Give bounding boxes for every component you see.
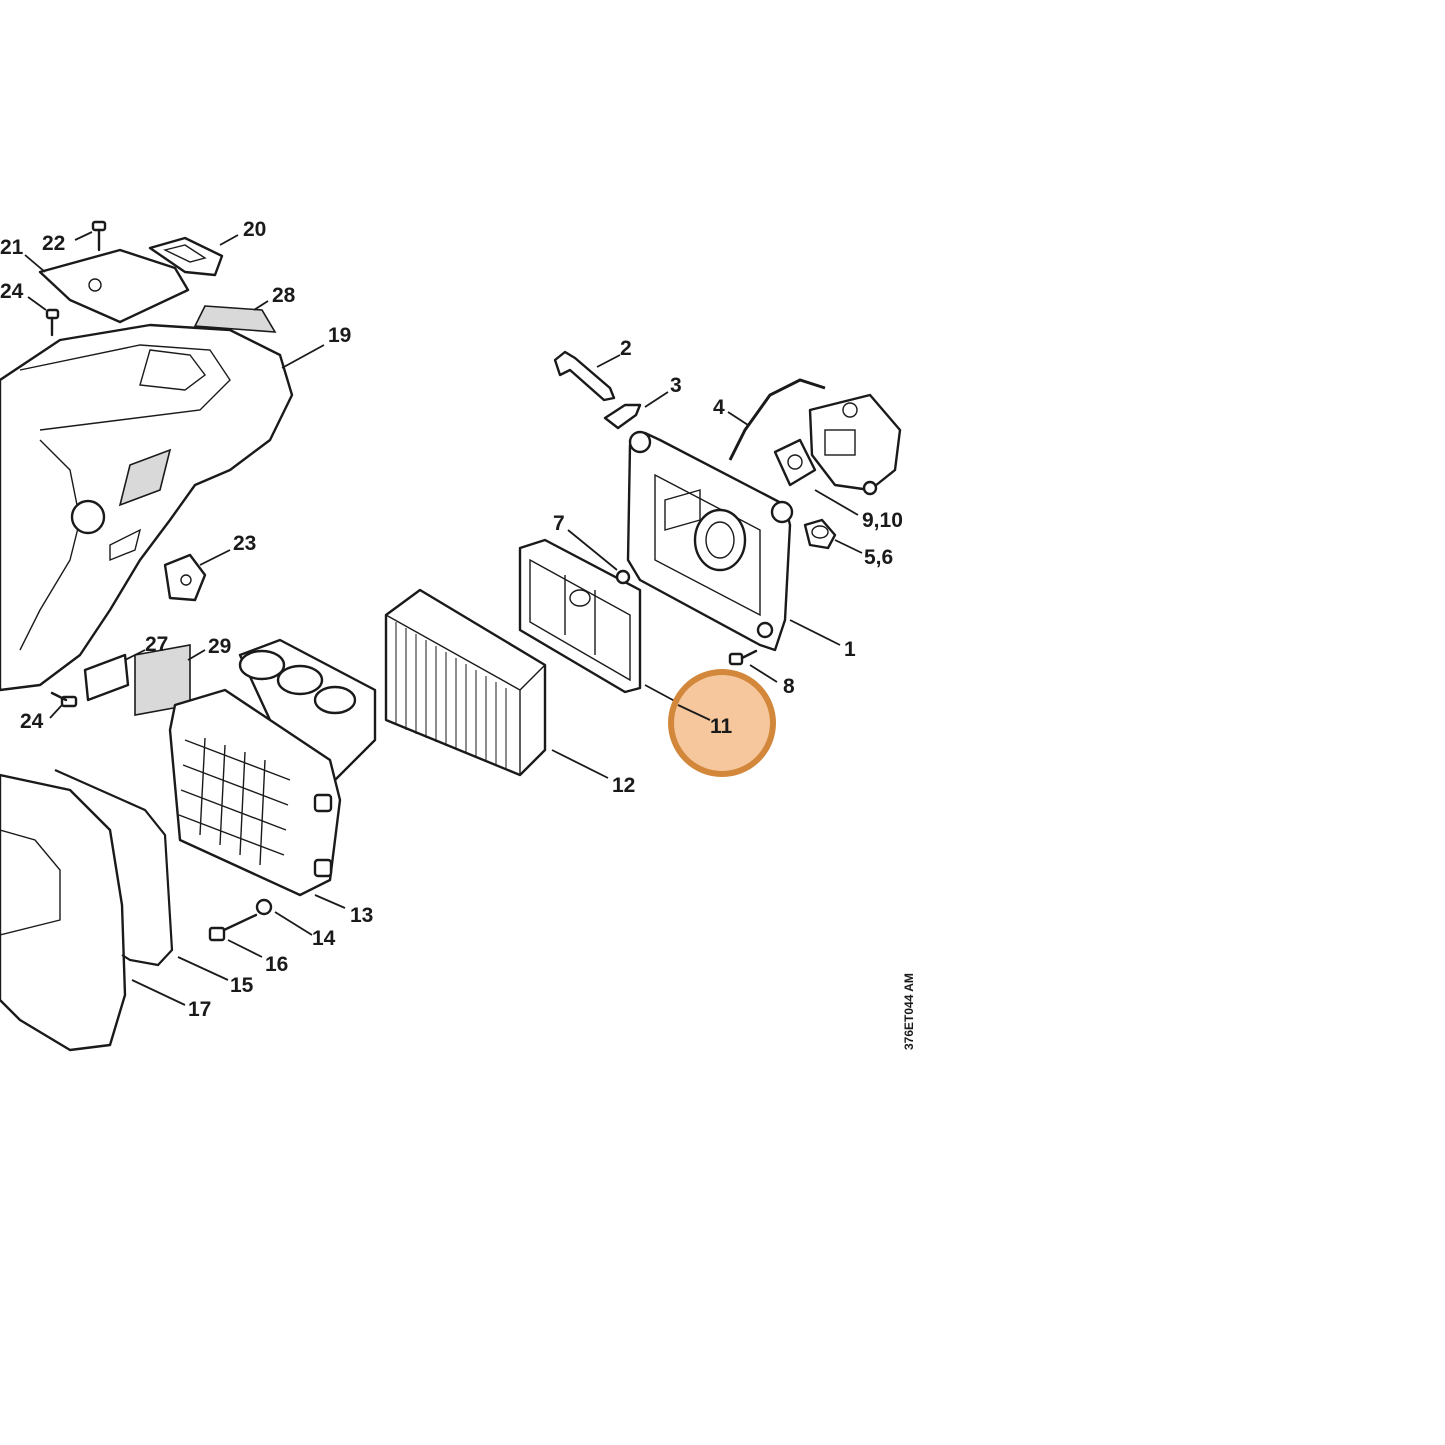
callout-13[interactable]: 13 [350,904,373,927]
part-carburetor[interactable] [808,393,902,496]
part-shroud[interactable] [0,323,294,692]
part-gasket-15[interactable] [54,768,174,967]
part-base-plate[interactable] [626,430,794,652]
part-washer-14[interactable] [255,898,273,916]
part-carburetor-gasket[interactable] [773,438,817,487]
part-seal-20[interactable] [148,236,224,277]
callout-12[interactable]: 12 [612,774,635,797]
callout-23[interactable]: 23 [233,532,256,555]
callout-labels: 2 3 4 9,10 5,6 7 8 1 11 12 13 14 16 15 1… [0,218,903,1021]
callout-21[interactable]: 21 [0,236,24,259]
part-filter-frame[interactable] [518,538,642,694]
callout-29[interactable]: 29 [208,635,231,658]
part-nut-7[interactable] [615,569,631,585]
leader-lines [24,231,863,1006]
callout-9-10[interactable]: 9,10 [862,509,903,532]
callout-22[interactable]: 22 [42,232,65,255]
part-label-28[interactable] [193,305,277,333]
part-screw-22[interactable] [91,220,107,252]
callout-16[interactable]: 16 [265,953,288,976]
callout-14[interactable]: 14 [312,927,336,950]
part-screw-24-top[interactable] [45,308,60,337]
part-filter-element[interactable] [384,588,547,777]
part-label-27[interactable] [83,653,130,702]
part-main-cover[interactable] [0,773,127,1052]
highlight-circle[interactable] [668,669,776,777]
callout-24-bottom[interactable]: 24 [20,710,44,733]
reference-code: 376ET044 AM [902,973,916,1050]
callout-4[interactable]: 4 [713,396,725,419]
callout-2[interactable]: 2 [620,337,632,360]
callout-28[interactable]: 28 [272,284,296,307]
callout-8[interactable]: 8 [783,675,795,698]
callout-20[interactable]: 20 [243,218,266,241]
part-filter-housing[interactable] [168,638,377,897]
part-choke-rod[interactable] [553,350,616,402]
part-fuel-hose[interactable] [728,378,826,461]
callout-5-6[interactable]: 5,6 [864,546,893,569]
callout-15[interactable]: 15 [230,974,254,997]
callout-19[interactable]: 19 [328,324,351,347]
callout-27[interactable]: 27 [145,633,168,656]
part-primer-bulb[interactable] [803,518,837,550]
callout-11[interactable]: 11 [710,715,733,738]
callout-24-top[interactable]: 24 [0,280,24,303]
part-lever-3[interactable] [603,403,642,430]
callout-3[interactable]: 3 [670,374,682,397]
part-screw-8[interactable] [728,649,758,666]
callout-1[interactable]: 1 [844,638,856,661]
callout-17[interactable]: 17 [188,998,211,1021]
part-screw-24-bottom[interactable] [50,691,78,708]
part-screw-16[interactable] [208,913,258,942]
highlight-leader [677,704,711,721]
part-cover-cap[interactable] [38,248,190,324]
part-grommet-23[interactable] [163,553,207,602]
callout-7[interactable]: 7 [553,512,565,535]
